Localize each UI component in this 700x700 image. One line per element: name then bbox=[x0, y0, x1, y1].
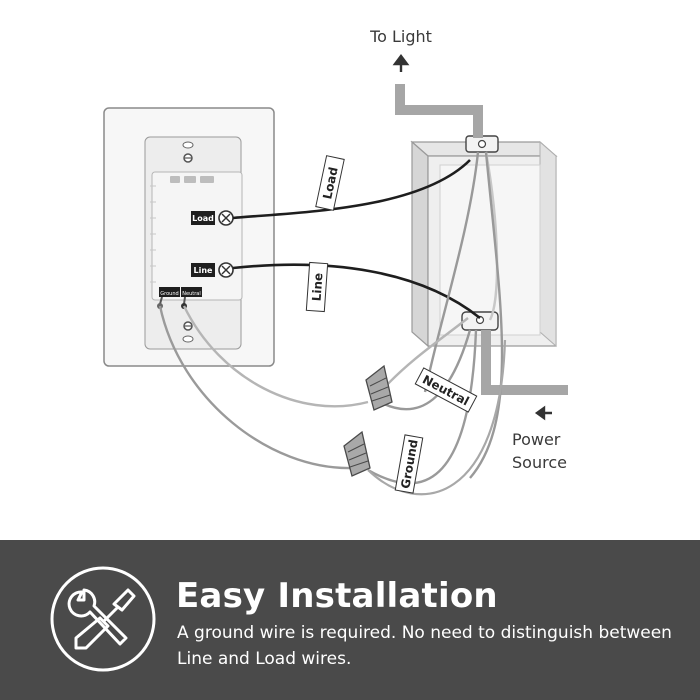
arrow-up-icon bbox=[392, 54, 410, 72]
wall-plate: Load Line Ground Neutral bbox=[103, 107, 275, 367]
neutral-wire-switch bbox=[182, 305, 369, 408]
load-wire-tag: Load bbox=[315, 155, 345, 211]
banner-title: Easy Installation bbox=[176, 576, 498, 616]
power-source-label-line1: Power bbox=[512, 430, 561, 449]
electrical-box bbox=[410, 135, 558, 348]
tools-icon bbox=[50, 566, 156, 672]
load-wire bbox=[232, 159, 471, 220]
banner-description: A ground wire is required. No need to di… bbox=[177, 623, 672, 669]
wiring-diagram: Load Line Ground Neutral bbox=[103, 27, 568, 496]
load-terminal-label: Load bbox=[192, 214, 214, 223]
power-source-cable bbox=[481, 330, 568, 395]
ground-wire-nut bbox=[343, 430, 371, 477]
ground-wire-tag: Ground bbox=[394, 434, 424, 494]
power-source-label-line2: Source bbox=[512, 453, 567, 472]
neutral-wire-nut bbox=[365, 364, 393, 411]
light-cable bbox=[395, 84, 483, 138]
neutral-wire-box bbox=[383, 317, 469, 389]
arrow-left-icon bbox=[534, 405, 552, 421]
line-wire-tag: Line bbox=[305, 261, 329, 313]
ground-wire-box bbox=[367, 329, 478, 485]
info-banner: Easy Installation A ground wire is requi… bbox=[0, 540, 700, 700]
line-terminal-label: Line bbox=[194, 266, 214, 275]
to-light-label: To Light bbox=[369, 27, 432, 46]
load-wire-label: Load bbox=[320, 166, 340, 201]
line-wire-label: Line bbox=[310, 272, 326, 301]
neutral-terminal-label: Neutral bbox=[182, 291, 200, 297]
line-wire bbox=[232, 263, 481, 320]
ground-terminal-label: Ground bbox=[160, 291, 178, 297]
ground-wire-switch bbox=[158, 305, 353, 470]
